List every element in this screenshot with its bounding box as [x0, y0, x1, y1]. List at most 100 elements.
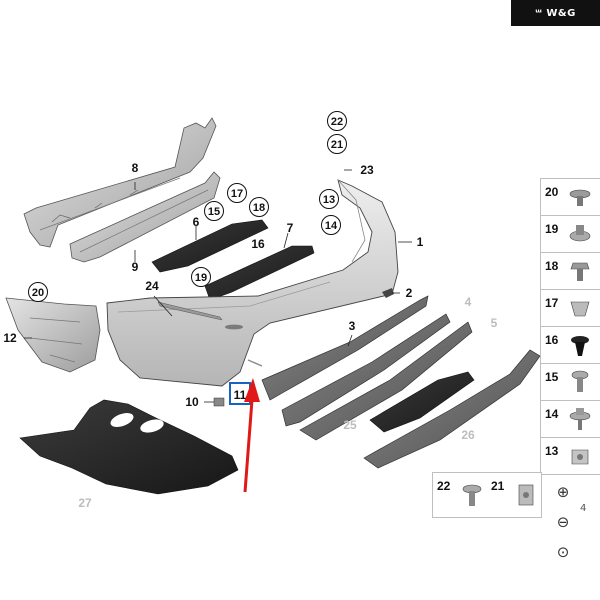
callout-c22: 22 [327, 111, 347, 131]
legend-label: 22 [437, 479, 451, 493]
callout-c12: 12 [3, 331, 17, 345]
legend-row: 13 [541, 438, 600, 475]
part-27-shield [19, 399, 239, 495]
part-25-plate [369, 371, 475, 433]
square-nut-icon [518, 484, 534, 506]
callout-label: 24 [145, 279, 159, 293]
legend-label: 18 [545, 259, 559, 273]
clip-nut-icon [571, 449, 589, 465]
callout-c17: 17 [227, 183, 247, 203]
callout-c21: 21 [327, 134, 347, 154]
callout-label: 4 [465, 295, 472, 309]
callout-c3: 3 [349, 319, 356, 333]
zoom-in-button[interactable]: ⊕ [549, 478, 577, 506]
part-8-carrier [23, 117, 217, 248]
callout-label: 9 [132, 260, 139, 274]
collar-screw-icon [462, 484, 482, 506]
callout-label: 5 [491, 316, 498, 330]
callout-c13: 13 [319, 189, 339, 209]
legend-row: 20 [541, 179, 600, 216]
callout-label: 21 [331, 139, 343, 151]
legend-row: 21 [487, 473, 541, 517]
fastener-legend-bottom: 22 21 [432, 472, 542, 518]
callout-label: 7 [287, 221, 294, 235]
callout-label: 8 [132, 161, 139, 175]
legend-label: 14 [545, 407, 559, 421]
callout-c18: 18 [249, 197, 269, 217]
legend-label: 19 [545, 222, 559, 236]
callout-label: 18 [253, 202, 265, 214]
callout-label: 20 [32, 287, 44, 299]
legend-label: 17 [545, 296, 559, 310]
callout-c14: 14 [321, 215, 341, 235]
callout-label: 23 [360, 163, 374, 177]
legend-row: 19 [541, 216, 600, 253]
callout-label: 15 [208, 206, 220, 218]
legend-label: 16 [545, 333, 559, 347]
red-arrow-icon [243, 378, 260, 493]
callout-label: 11 [234, 388, 247, 402]
callout-c6: 6 [193, 215, 200, 229]
legend-label: 21 [491, 479, 505, 493]
legend-row: 18 [541, 253, 600, 290]
flange-bolt-icon [569, 408, 591, 430]
legend-label: 20 [545, 185, 559, 199]
hex-bolt-icon [570, 262, 590, 281]
callout-label: 27 [78, 496, 92, 510]
spring-clip-icon [570, 301, 590, 317]
callout-c19: 19 [191, 267, 211, 287]
part-3-strip [261, 295, 429, 401]
leader-lines [24, 169, 412, 403]
push-rivet-icon [569, 189, 591, 206]
callout-label: 12 [3, 331, 17, 345]
black-clip-icon [571, 336, 589, 356]
callout-label: 1 [417, 235, 424, 249]
legend-fragment: 4 [580, 503, 587, 514]
zoom-out-button[interactable]: ⊖ [549, 508, 577, 536]
callout-c15: 15 [204, 201, 224, 221]
part-24-strip [157, 301, 223, 321]
callout-label: 13 [323, 194, 335, 206]
callout-c10: 10 [185, 395, 199, 409]
part-2-plug [382, 288, 394, 298]
callout-label: 10 [185, 395, 199, 409]
legend-row: 14 [541, 401, 600, 438]
callout-c23: 23 [360, 163, 374, 177]
callout-c24: 24 [145, 279, 159, 293]
callout-c4: 4 [465, 295, 472, 309]
legend-row: 17 [541, 290, 600, 327]
callout-c25: 25 [343, 418, 357, 432]
part-9-carrier-lower [69, 171, 221, 263]
legend-row: 15 [541, 364, 600, 401]
callout-label: 16 [251, 237, 265, 251]
screw-icon [571, 370, 589, 392]
callout-c8: 8 [132, 161, 139, 175]
reset-view-button[interactable]: ⊙ [549, 538, 577, 566]
callout-c9: 9 [132, 260, 139, 274]
brand-logo: ᵚ W&G [511, 0, 600, 26]
part-6-absorber [151, 219, 269, 273]
callout-c20: 20 [28, 282, 48, 302]
part-10-fastener [213, 397, 225, 407]
part-4-strip [281, 313, 451, 427]
callout-c16: 16 [251, 237, 265, 251]
callout-label: 6 [193, 215, 200, 229]
brand-logo-mark: ᵚ [535, 7, 543, 19]
legend-label: 13 [545, 444, 559, 458]
legend-label: 15 [545, 370, 559, 384]
legend-row: 16 [541, 327, 600, 364]
callout-c27: 27 [78, 496, 92, 510]
callout-label: 22 [331, 116, 343, 128]
callout-label: 14 [325, 220, 338, 232]
callout-label: 26 [461, 428, 475, 442]
callout-label: 3 [349, 319, 356, 333]
callout-c7: 7 [287, 221, 294, 235]
legend-row: 22 [433, 473, 487, 517]
part-5-strip [299, 321, 473, 441]
callout-c2: 2 [406, 286, 413, 300]
callout-label: 2 [406, 286, 413, 300]
callout-c26: 26 [461, 428, 475, 442]
callout-c5: 5 [491, 316, 498, 330]
callout-c1: 1 [417, 235, 424, 249]
